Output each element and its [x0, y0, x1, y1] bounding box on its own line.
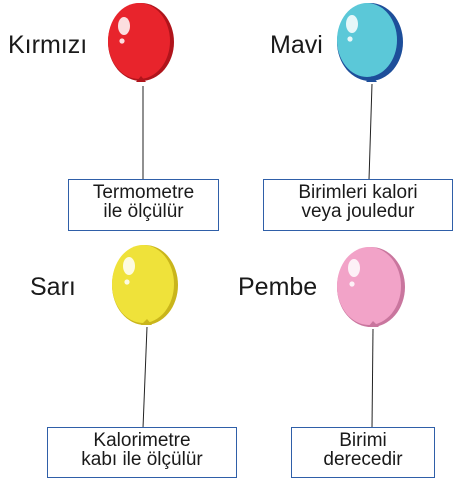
label-line: Birimi — [339, 430, 387, 451]
label-box-pink: Birimi derecedir — [291, 427, 435, 478]
label-box-yellow: Kalorimetre kabı ile ölçülür — [47, 427, 237, 478]
label-line: kabı ile ölçülür — [81, 449, 203, 470]
balloon-name-blue: Mavi — [270, 31, 323, 59]
balloon-yellow — [112, 245, 178, 325]
label-box-red: Termometre ile ölçülür — [68, 179, 219, 231]
label-line: Birimleri kalori — [298, 182, 418, 203]
balloon-string-blue — [368, 83, 373, 181]
label-line: Termometre — [92, 182, 195, 203]
balloon-name-red: Kırmızı — [8, 31, 88, 59]
label-line: veya jouledur — [301, 201, 415, 222]
balloon-string-yellow — [142, 326, 148, 429]
balloon-string-pink — [371, 328, 374, 429]
balloon-blue — [337, 3, 403, 82]
balloon-red — [108, 3, 174, 82]
label-box-blue: Birimleri kalori veya jouledur — [263, 179, 453, 231]
label-line: derecedir — [323, 449, 403, 470]
balloon-name-pink: Pembe — [238, 273, 318, 301]
label-line: ile ölçülür — [103, 201, 184, 222]
balloon-pink — [337, 247, 405, 327]
label-line: Kalorimetre — [93, 430, 191, 451]
balloon-name-yellow: Sarı — [30, 273, 76, 301]
